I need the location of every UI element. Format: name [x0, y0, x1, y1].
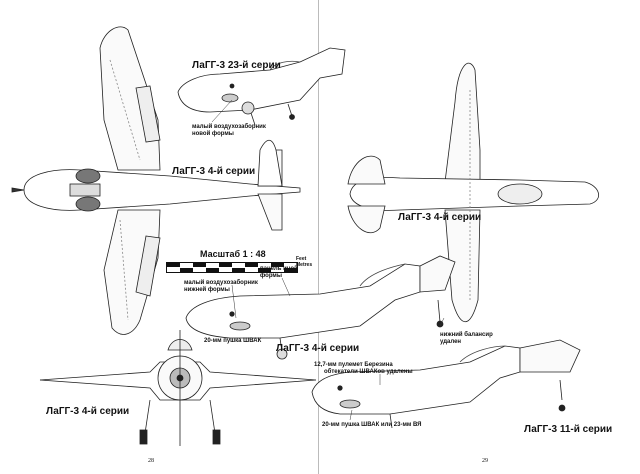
note-balancer: нижний балансир удален	[440, 332, 493, 346]
side-view-11-series	[311, 339, 581, 429]
label-4-series-front: ЛаГГ-3 4-й серии	[46, 406, 130, 417]
scale-bar	[166, 262, 298, 273]
note-machine-gun: 12,7-мм пулемет Березина обтекатели ШВАК…	[314, 362, 413, 376]
page-number-left: 28	[148, 458, 154, 464]
note-line: нижний балансир	[440, 332, 493, 338]
label-4-series-plan-right: ЛаГГ-3 4-й серии	[398, 212, 482, 223]
scale-unit-feet: Feet	[296, 256, 307, 262]
note-line: удален	[440, 339, 462, 345]
side-view-4-series-mid	[185, 255, 456, 360]
note-shvak-vya: 20-мм пушка ШВАК или 23-мм ВЯ	[322, 422, 422, 428]
plan-view-right	[347, 62, 599, 322]
label-4-series-side-mid: ЛаГГ-3 4-й серии	[276, 343, 360, 354]
scale-unit-metres: Metres	[296, 262, 313, 268]
note-line: малый воздухозаборник	[184, 280, 258, 286]
note-line: обтекатели ШВАКов удалены	[324, 369, 413, 375]
note-shvak: 20-мм пушка ШВАК	[204, 338, 262, 344]
label-23-series-side: ЛаГГ-3 23-й серии	[192, 60, 281, 71]
note-line: нижней формы	[184, 287, 230, 293]
side-view-23-series	[177, 47, 346, 126]
scale-title: Масштаб 1 : 48	[200, 249, 266, 259]
label-11-series-side: ЛаГГ-3 11-й серии	[524, 424, 613, 435]
page-number-right: 29	[482, 458, 488, 464]
note-air-intake-new: малый воздухозаборник новой формы	[192, 124, 266, 138]
note-panel: панель иной формы	[260, 266, 298, 280]
note-air-intake-lower: малый воздухозаборник нижней формы	[184, 280, 258, 294]
scale-units: Feet Metres	[296, 256, 312, 268]
side-view-4-series-top	[257, 139, 283, 187]
note-line: 12,7-мм пулемет Березина	[314, 362, 393, 368]
note-line: формы	[260, 273, 282, 279]
label-4-series-plan-left: ЛаГГ-3 4-й серии	[172, 166, 256, 177]
page-gutter	[318, 0, 319, 474]
front-view-4-series	[39, 330, 317, 446]
note-line: новой формы	[192, 131, 234, 137]
note-line: малый воздухозаборник	[192, 124, 266, 130]
note-line: панель иной	[260, 266, 298, 272]
